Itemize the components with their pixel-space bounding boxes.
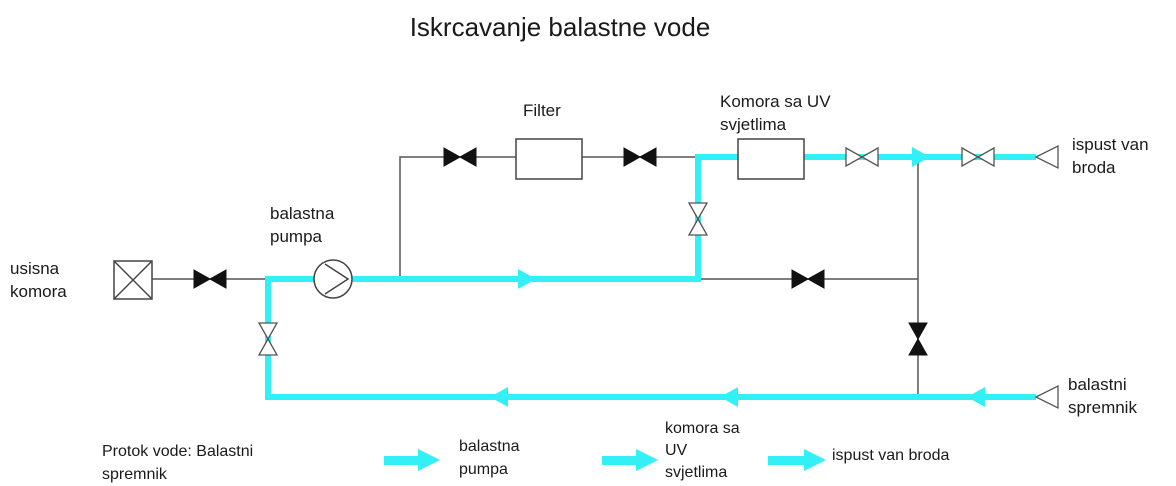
- valve-open-uv-inlet: [687, 202, 709, 221]
- valve-closed-filter-out: [638, 147, 657, 167]
- valve-closed-suction: [193, 269, 212, 289]
- valve-closed-filter-out: [623, 147, 642, 167]
- suction-chamber-symbol: [113, 260, 153, 300]
- legend-arrow: [384, 449, 440, 471]
- flow-arrow: [967, 387, 985, 407]
- flow-arrow: [912, 147, 930, 167]
- valve-closed-filter-in: [458, 147, 477, 167]
- legend-step-uv: komora sa UV svjetlima: [665, 420, 740, 481]
- legend-step-discharge: ispust van broda: [832, 447, 950, 464]
- flow-return-line: [265, 276, 1036, 400]
- filter-symbol: [515, 138, 583, 180]
- filter-label: Filter: [523, 101, 561, 120]
- valve-closed-vertical: [908, 337, 928, 356]
- valve-closed-suction: [208, 269, 227, 289]
- flow-arrow: [720, 387, 738, 407]
- valve-open-discharge-2: [976, 146, 995, 168]
- valve-open-discharge-2: [961, 146, 980, 168]
- closed-valves: [193, 147, 928, 356]
- legend-arrows: [384, 449, 826, 471]
- uv-chamber-label: Komora sa UV svjetlima: [720, 92, 831, 134]
- valve-open-uv-inlet: [687, 217, 709, 236]
- legend-step-pump: balastna pumpa: [459, 438, 520, 478]
- ballast-tank-symbol: [1034, 384, 1059, 410]
- valve-closed-bypass: [806, 269, 825, 289]
- diagram-title: Iskrcavanje balastne vode: [409, 12, 711, 42]
- legend-arrow: [768, 449, 826, 471]
- ballast-tank-label: balastni spremnik: [1068, 375, 1137, 417]
- suction-chamber-label: usisna komora: [10, 259, 67, 301]
- flow-arrows: [490, 147, 985, 407]
- discharge-label: ispust van broda: [1072, 135, 1149, 177]
- legend-flow-label: Protok vode: Balastni spremnik: [102, 443, 254, 483]
- open-valves: [257, 146, 995, 356]
- valve-closed-filter-in: [443, 147, 462, 167]
- flow-path: [265, 154, 1036, 400]
- uv-chamber-symbol: [737, 138, 805, 180]
- pump-symbol: [313, 259, 353, 299]
- valve-closed-bypass: [791, 269, 810, 289]
- valve-open-discharge-1: [845, 146, 864, 168]
- pump-label: balastna pumpa: [270, 204, 335, 246]
- flow-arrow: [518, 269, 536, 289]
- legend-arrow: [602, 449, 658, 471]
- valve-open-return: [257, 322, 279, 341]
- connection-symbols: [1034, 144, 1059, 410]
- valve-open-return: [257, 337, 279, 356]
- valve-closed-vertical: [908, 322, 928, 341]
- valve-open-discharge-1: [860, 146, 879, 168]
- discharge-overboard-symbol: [1034, 144, 1059, 170]
- flow-arrow: [490, 387, 508, 407]
- pipe-filter-branch: [399, 156, 700, 279]
